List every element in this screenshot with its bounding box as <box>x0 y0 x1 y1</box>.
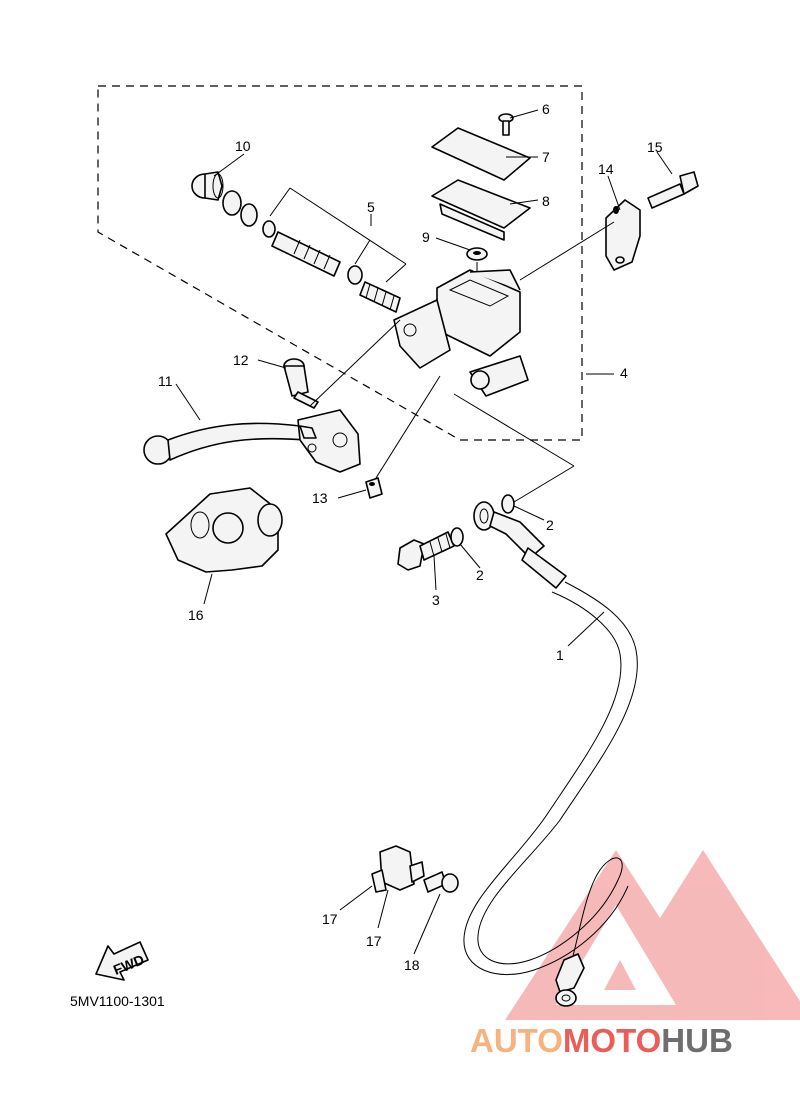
part-1-brake-hose <box>463 501 638 1007</box>
callout-2-lower: 2 <box>476 567 484 583</box>
callout-17-left: 17 <box>322 911 338 927</box>
part-2-washer-upper <box>501 494 515 514</box>
part-5-piston-kit <box>271 231 401 313</box>
part-9-float <box>466 247 488 261</box>
part-13-nut <box>365 477 383 499</box>
callout-17-right: 17 <box>366 933 382 949</box>
watermark-part-moto: MOTO <box>563 1022 661 1059</box>
assembly-boundary <box>97 85 583 441</box>
part-5-bracket <box>269 187 407 283</box>
callout-11: 11 <box>158 373 173 389</box>
part-6-screw <box>498 113 514 136</box>
callout-10: 10 <box>235 138 251 154</box>
watermark-part-auto: AUTO <box>470 1022 563 1059</box>
circlip <box>222 190 242 216</box>
part-2-washer-lower <box>450 527 464 547</box>
seal <box>262 220 276 238</box>
svg-text:AUTOMOTOHUB: AUTOMOTOHUB <box>470 1022 733 1059</box>
callout-6: 6 <box>542 101 550 117</box>
part-17-hose-holder <box>371 845 425 893</box>
callout-12: 12 <box>233 352 249 368</box>
part-10-boot <box>191 171 224 201</box>
callout-9: 9 <box>422 229 430 245</box>
fwd-arrow-icon: FWD <box>95 941 149 981</box>
watermark-text: AUTOMOTOHUB <box>470 1022 733 1059</box>
callout-1: 1 <box>556 647 564 663</box>
callout-2-upper: 2 <box>546 517 554 533</box>
part-11-lever <box>143 409 361 473</box>
master-cylinder-body <box>393 269 529 397</box>
watermark-logo <box>505 850 800 1020</box>
callout-8: 8 <box>542 193 550 209</box>
callout-4: 4 <box>620 365 628 381</box>
callout-5: 5 <box>367 199 375 215</box>
callout-labels: 1 2 2 3 4 5 6 7 8 9 10 11 12 13 14 15 16… <box>158 101 663 973</box>
part-18-bolt <box>423 871 459 893</box>
part-15-bolt <box>647 171 699 209</box>
part-14-clamp <box>605 199 641 271</box>
callout-7: 7 <box>542 149 550 165</box>
callout-18: 18 <box>404 957 420 973</box>
diagram-code: 5MV1100-1301 <box>70 993 165 1009</box>
callout-14: 14 <box>598 161 614 177</box>
callout-16: 16 <box>188 607 204 623</box>
callout-13: 13 <box>312 490 328 506</box>
part-12-pivot-bolt <box>283 358 319 409</box>
leader-lines <box>175 109 673 955</box>
part-7-cap <box>431 127 531 181</box>
callout-3: 3 <box>432 592 440 608</box>
part-16-lever-cover <box>165 487 283 573</box>
watermark-part-hub: HUB <box>661 1022 733 1059</box>
part-8-diaphragm <box>431 179 531 241</box>
callout-15: 15 <box>647 139 663 155</box>
washer <box>240 203 258 227</box>
part-3-union-bolt <box>397 531 455 571</box>
